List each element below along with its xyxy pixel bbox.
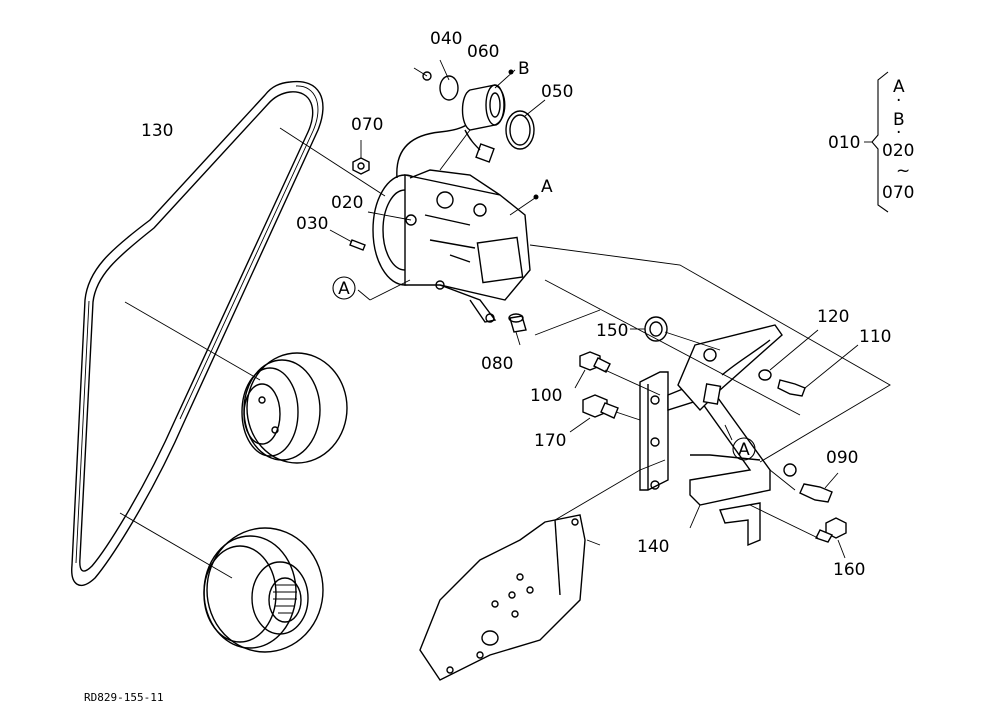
callout-100: 100 xyxy=(530,386,562,406)
diagram-id: RD829-155-11 xyxy=(84,691,163,704)
callout-060: 060 xyxy=(467,42,499,62)
ref-label-a: A xyxy=(541,177,553,197)
ac-compressor xyxy=(372,117,531,323)
bolts xyxy=(579,316,847,543)
lower-pulley xyxy=(203,527,324,653)
ref-marker-a-left-text: A xyxy=(338,279,350,299)
callout-020: 020 xyxy=(331,193,363,213)
main-bracket xyxy=(639,371,797,547)
callout-130: 130 xyxy=(141,121,173,141)
ref-label-b: B xyxy=(518,59,530,79)
callout-labels: 040 060 050 070 130 020 030 080 150 120 … xyxy=(141,29,891,580)
bracket-note-dot2: · xyxy=(896,123,901,143)
ref-dot-a xyxy=(533,194,539,200)
bracket-note: A · B · 020 ~ 070 010 xyxy=(828,77,914,203)
ref-marker-a-right-text: A xyxy=(738,440,750,460)
lower-plate xyxy=(419,514,586,681)
callout-030: 030 xyxy=(296,214,328,234)
bracket-note-from: 020 xyxy=(882,141,914,161)
bracket-note-b: B xyxy=(893,110,905,130)
callout-140: 140 xyxy=(637,537,669,557)
ref-marker-a-right: A xyxy=(732,437,756,461)
v-belt xyxy=(71,80,324,587)
ref-dot-b xyxy=(508,69,514,75)
callout-120: 120 xyxy=(817,307,849,327)
ref-marker-a-left: A xyxy=(332,276,356,300)
bracket-note-group: 010 xyxy=(828,133,860,153)
callout-110: 110 xyxy=(859,327,891,347)
tension-plate xyxy=(677,324,783,412)
callout-070: 070 xyxy=(351,115,383,135)
bracket-note-a: A xyxy=(893,77,905,97)
callout-050: 050 xyxy=(541,82,573,102)
callout-080: 080 xyxy=(481,354,513,374)
callout-160: 160 xyxy=(833,560,865,580)
clutch-parts xyxy=(422,71,535,150)
bracket-note-to: 070 xyxy=(882,183,914,203)
callout-090: 090 xyxy=(826,448,858,468)
callout-150: 150 xyxy=(596,321,628,341)
bracket-note-tilde: ~ xyxy=(896,161,910,181)
callout-040: 040 xyxy=(430,29,462,49)
leader-lines xyxy=(119,59,891,579)
upper-pulley xyxy=(241,352,348,464)
callout-170: 170 xyxy=(534,431,566,451)
bracket-note-dot1: · xyxy=(896,91,901,111)
small-fasteners xyxy=(349,157,527,333)
